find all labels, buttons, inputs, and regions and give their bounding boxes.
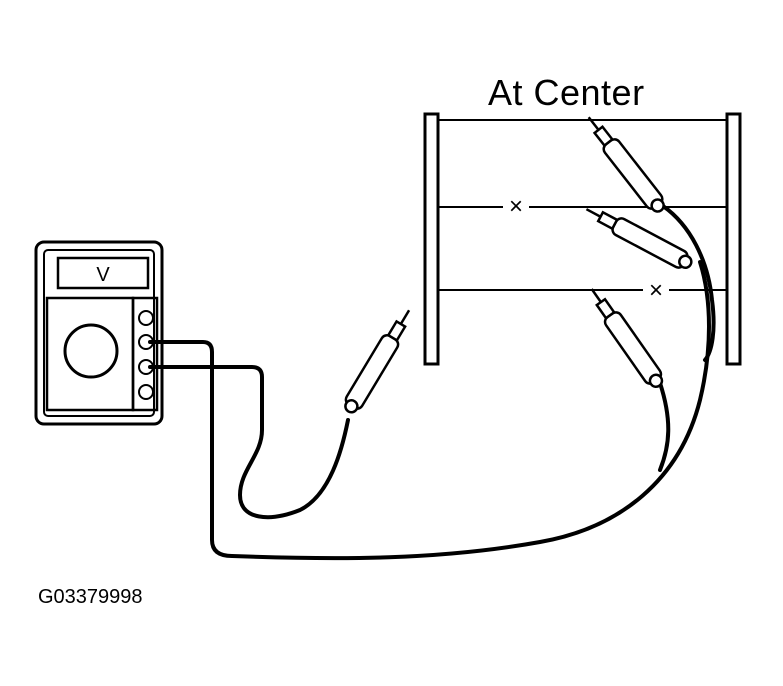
- probe-left: [344, 309, 411, 414]
- lead-branch-lower: [658, 381, 671, 472]
- voltmeter: [34, 240, 164, 426]
- rear-window-frame: [423, 112, 742, 366]
- meter-display-label: V: [96, 264, 110, 286]
- meter-dial: [63, 323, 119, 379]
- probe-middle: [585, 208, 693, 270]
- lead-b-wire: [148, 365, 350, 520]
- break-mark-middle-line: ×: [509, 193, 523, 220]
- jack-1: [138, 310, 154, 326]
- lead-a-wire: [148, 260, 711, 561]
- diagram-title: At Center: [488, 72, 645, 113]
- probe-top: [587, 116, 665, 213]
- break-mark-bottom-line: ×: [649, 277, 663, 304]
- probes: [344, 116, 693, 414]
- figure-code: G03379998: [38, 586, 143, 608]
- test-leads: [148, 204, 716, 561]
- meter-panel: [45, 296, 135, 412]
- meter-bezel: [43, 249, 155, 417]
- right-busbar: [725, 112, 742, 366]
- lead-branch-top: [661, 204, 716, 362]
- jack-4: [138, 384, 154, 400]
- jack-strip: [131, 296, 159, 412]
- meter-display: [56, 256, 150, 290]
- left-busbar: [423, 112, 440, 366]
- probe-lower: [590, 288, 664, 389]
